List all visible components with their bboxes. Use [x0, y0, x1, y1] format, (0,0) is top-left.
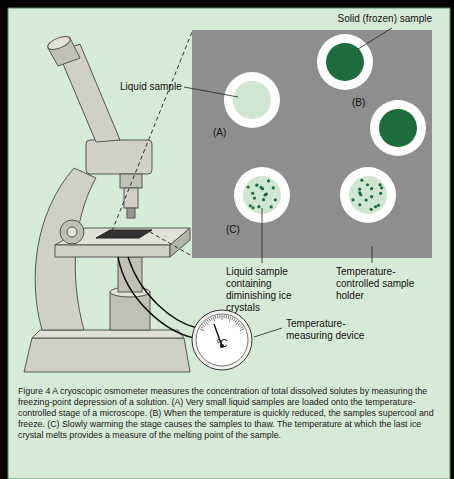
sensor-wire: [118, 257, 194, 338]
zoom-line: [150, 232, 192, 256]
unit-label: °C: [190, 338, 254, 350]
zoom-line: [112, 32, 192, 231]
callout-label: Temperature-measuring device: [286, 318, 376, 342]
figure-caption: Figure 4 A cryoscopic osmometer measures…: [18, 386, 440, 441]
ice-crystals: [247, 179, 384, 211]
temperature-gauge: °C: [190, 308, 254, 372]
callout-label: (A): [213, 127, 235, 139]
sample-holder: [192, 30, 432, 258]
callout-label: Liquid sample: [120, 81, 186, 93]
figure-panel: [8, 8, 450, 479]
microscope: [24, 34, 190, 372]
callout-label: (B): [352, 97, 374, 109]
callout-label: (C): [226, 224, 248, 236]
callout-label: Temperature-controlled sample holder: [336, 266, 418, 302]
callout-label: Liquid sample containing diminishing ice…: [226, 266, 298, 314]
sample-wells: [224, 34, 426, 223]
callout-label: Solid (frozen) sample: [326, 13, 432, 25]
sensor-wire: [128, 257, 197, 328]
